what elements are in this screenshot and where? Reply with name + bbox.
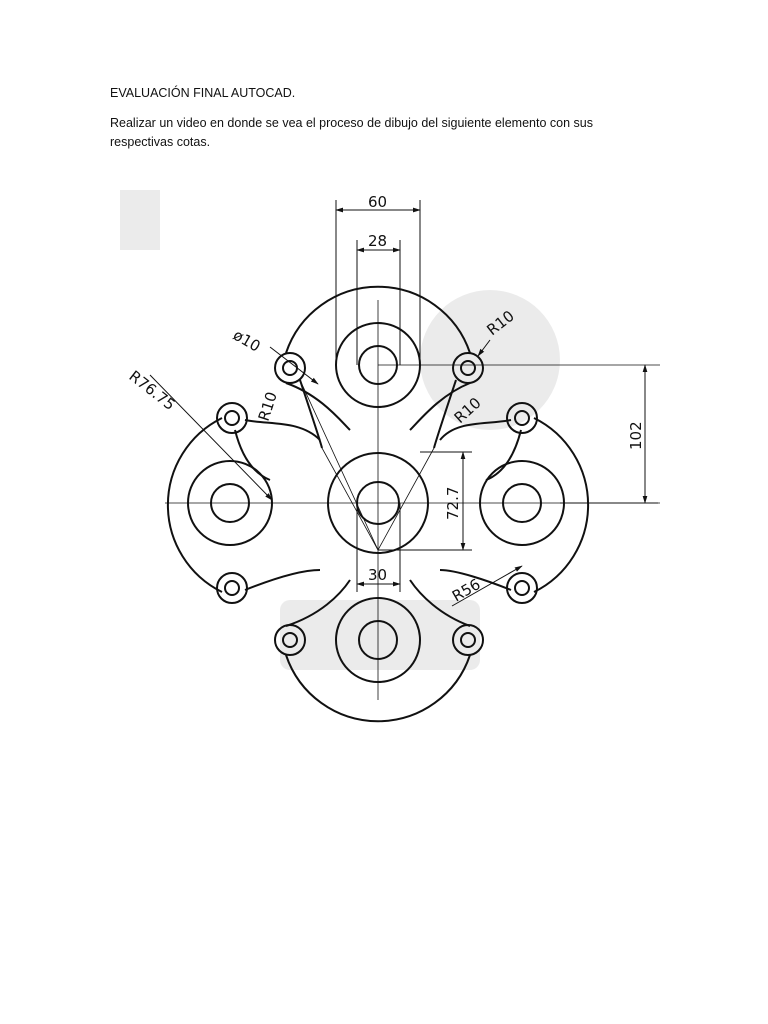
dim-28-label: 28 xyxy=(368,232,387,250)
r76-75-leader xyxy=(149,374,273,501)
r10-top-right-leader xyxy=(477,339,491,357)
dim-30-label: 30 xyxy=(368,566,387,584)
dim-28 xyxy=(356,240,401,365)
dia-10-label: ø10 xyxy=(230,326,263,356)
small-holes xyxy=(216,352,538,656)
part-outline xyxy=(166,285,590,723)
document-instruction: Realizar un video en donde se vea el pro… xyxy=(110,116,593,149)
r10-left-label: R10 xyxy=(255,390,281,424)
dim-102 xyxy=(560,364,658,504)
watermark xyxy=(120,190,560,670)
r76-75-label: R76.75 xyxy=(126,367,179,414)
document-heading: EVALUACIÓN FINAL AUTOCAD. xyxy=(110,86,296,100)
dim-60 xyxy=(335,200,421,360)
dim-72-7-label: 72.7 xyxy=(444,487,462,520)
r56-leader xyxy=(451,565,523,607)
dim-72-7 xyxy=(378,451,472,551)
dim-102-label: 102 xyxy=(627,421,645,450)
dia-10-leader xyxy=(269,346,319,385)
dim-60-label: 60 xyxy=(368,193,387,211)
dim-30 xyxy=(356,503,401,592)
